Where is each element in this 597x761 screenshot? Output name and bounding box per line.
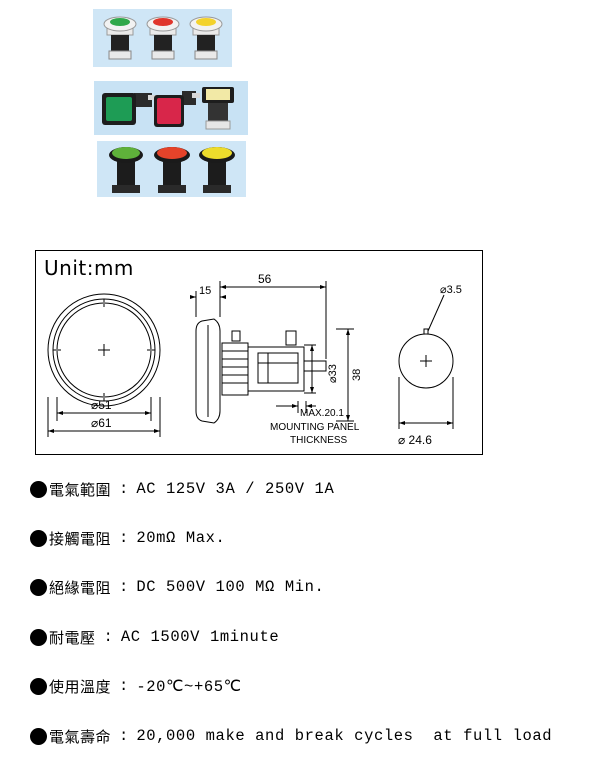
dimension-drawing-svg: ⌀51 ⌀61 15 56 ⌀33 38 MAX.20.1 MOUNTING P… [47,272,462,447]
bullet-icon [30,480,47,498]
bullet-icon [30,529,47,547]
round-button-orange-red [154,147,190,193]
round-button-light-green [109,147,143,193]
dim-d33: ⌀33 [327,364,339,383]
arrow-heads [48,285,453,433]
spec-label: 耐電壓 [49,628,96,647]
spec-value: 20mΩ Max. [136,529,226,547]
spec-value: DC 500V 100 MΩ Min. [136,578,325,596]
panel-note-line2: MOUNTING PANEL [270,422,360,433]
side-view [190,281,354,424]
spec-label: 使用溫度 [49,677,112,696]
panel-note-line3: THICKNESS [290,435,348,446]
round-button-bright-yellow [199,147,235,193]
spec-label: 絕緣電阻 [49,578,112,597]
dim-56: 56 [258,272,272,286]
bullet-icon [30,677,47,695]
spec-label: 電氣範圍 [49,480,112,499]
bullet-icon [30,578,47,596]
round-button-yellow [189,16,223,60]
spec-value: AC 1500V 1minute [120,628,280,646]
spec-separator: : [119,727,129,745]
unit-label: Unit:mm [44,256,134,280]
square-button-red [154,91,200,127]
bullet-icon [30,628,47,646]
bullet-icon [30,727,47,745]
spec-separator: : [119,529,129,547]
spec-separator: : [119,677,129,695]
panel-hole-view [398,294,454,429]
spec-item-contact-resistance: 接觸電阻 : 20mΩ Max. [30,523,225,553]
round-button-green [103,16,137,60]
dimension-drawing: Unit:mm [35,250,483,455]
square-button-white [202,87,234,130]
round-button-red [146,16,180,60]
spec-separator: : [119,578,129,596]
dim-38: 38 [351,369,363,381]
dim-d61: ⌀61 [91,416,112,430]
spec-label: 電氣壽命 [49,727,112,746]
spec-value: 20,000 make and break cycles at full loa… [136,727,553,745]
spec-separator: : [103,628,113,646]
spec-item-rating: 電氣範圍 : AC 125V 3A / 250V 1A [30,474,334,504]
spec-separator: : [119,480,129,498]
front-view [47,293,161,437]
dim-15: 15 [199,285,211,297]
product-photo-square [94,81,248,135]
dim-d24-6: ⌀ 24.6 [398,433,432,447]
spec-value: AC 125V 3A / 250V 1A [136,480,335,498]
spec-label: 接觸電阻 [49,529,112,548]
square-button-green [102,93,158,125]
spec-item-operating-temperature: 使用溫度 : -20℃~+65℃ [30,671,242,701]
spec-value: -20℃~+65℃ [136,677,242,696]
spec-item-dielectric-strength: 耐電壓 : AC 1500V 1minute [30,622,279,652]
panel-note-line1: MAX.20.1 [300,408,344,419]
dim-d51: ⌀51 [91,398,112,412]
dim-d3-5: ⌀3.5 [440,284,462,296]
product-photo-round-black [97,141,246,197]
product-photo-round-white [93,9,232,67]
spec-item-electrical-life: 電氣壽命 : 20,000 make and break cycles at f… [30,721,552,751]
spec-item-insulation-resistance: 絕緣電阻 : DC 500V 100 MΩ Min. [30,572,324,602]
